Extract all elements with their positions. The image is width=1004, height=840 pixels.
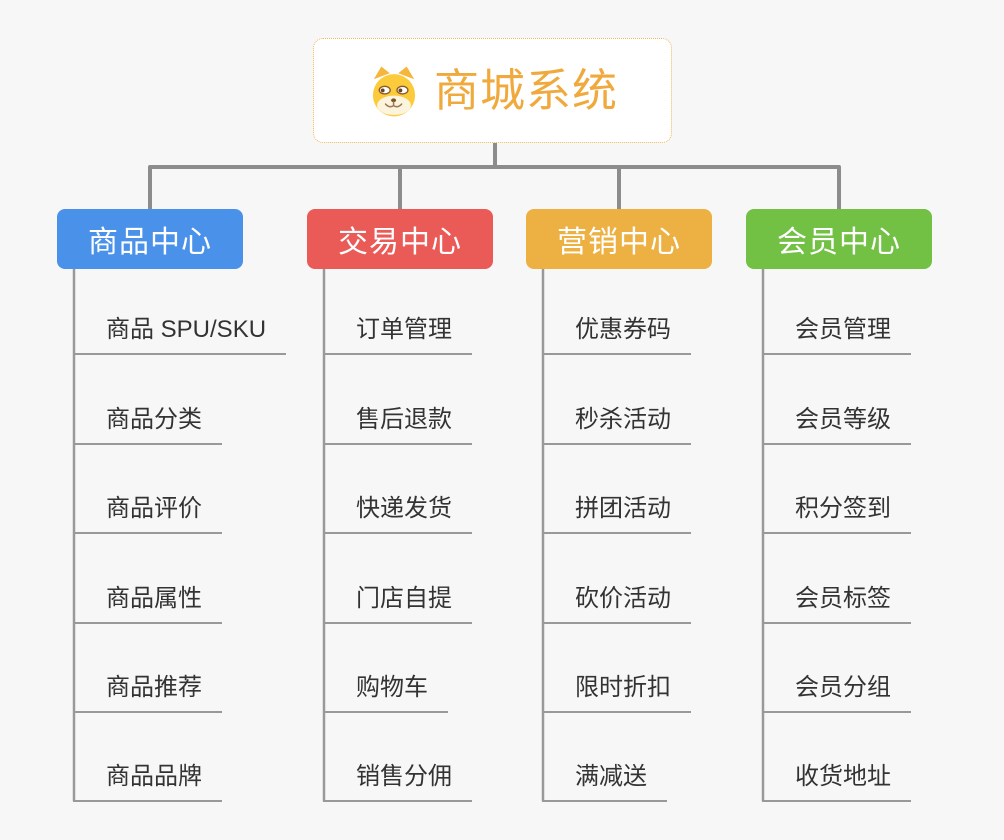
leaf-item[interactable]: 满减送 bbox=[542, 760, 667, 802]
root-node-label: 商城系统 bbox=[433, 65, 618, 116]
leaf-item[interactable]: 会员等级 bbox=[762, 403, 911, 445]
root-node-mall-system[interactable]: 商城系统 bbox=[313, 38, 672, 143]
leaf-item[interactable]: 限时折扣 bbox=[542, 671, 691, 713]
branch-node-member-center[interactable]: 会员中心 bbox=[746, 209, 932, 269]
leaf-item[interactable]: 会员标签 bbox=[762, 582, 911, 624]
leaf-item[interactable]: 拼团活动 bbox=[542, 492, 691, 534]
leaf-item[interactable]: 商品推荐 bbox=[73, 671, 222, 713]
leaf-item[interactable]: 商品分类 bbox=[73, 403, 222, 445]
leaf-item[interactable]: 售后退款 bbox=[323, 403, 472, 445]
leaf-item[interactable]: 销售分佣 bbox=[323, 760, 472, 802]
leaf-item[interactable]: 积分签到 bbox=[762, 492, 911, 534]
leaf-item[interactable]: 商品评价 bbox=[73, 492, 222, 534]
leaf-item[interactable]: 会员分组 bbox=[762, 671, 911, 713]
branch-label: 会员中心 bbox=[777, 226, 901, 259]
leaf-item[interactable]: 购物车 bbox=[323, 671, 448, 713]
branch-label: 商品中心 bbox=[88, 226, 212, 259]
leaf-item[interactable]: 订单管理 bbox=[323, 313, 472, 355]
leaf-item[interactable]: 商品 SPU/SKU bbox=[73, 313, 287, 355]
leaf-item[interactable]: 会员管理 bbox=[762, 313, 911, 355]
leaf-item[interactable]: 快递发货 bbox=[323, 492, 472, 534]
leaf-item[interactable]: 收货地址 bbox=[762, 760, 911, 802]
leaf-item[interactable]: 秒杀活动 bbox=[542, 403, 691, 445]
leaf-item[interactable]: 商品属性 bbox=[73, 582, 222, 624]
branch-label: 营销中心 bbox=[557, 226, 681, 259]
leaf-item[interactable]: 砍价活动 bbox=[542, 582, 691, 624]
branch-node-marketing-center[interactable]: 营销中心 bbox=[526, 209, 712, 269]
leaf-item[interactable]: 门店自提 bbox=[323, 582, 472, 624]
branch-node-trade-center[interactable]: 交易中心 bbox=[307, 209, 493, 269]
branch-label: 交易中心 bbox=[338, 226, 462, 259]
leaf-item[interactable]: 商品品牌 bbox=[73, 760, 222, 802]
dog-face-icon bbox=[372, 66, 416, 116]
branch-node-product-center[interactable]: 商品中心 bbox=[57, 209, 243, 269]
leaf-item[interactable]: 优惠券码 bbox=[542, 313, 691, 355]
